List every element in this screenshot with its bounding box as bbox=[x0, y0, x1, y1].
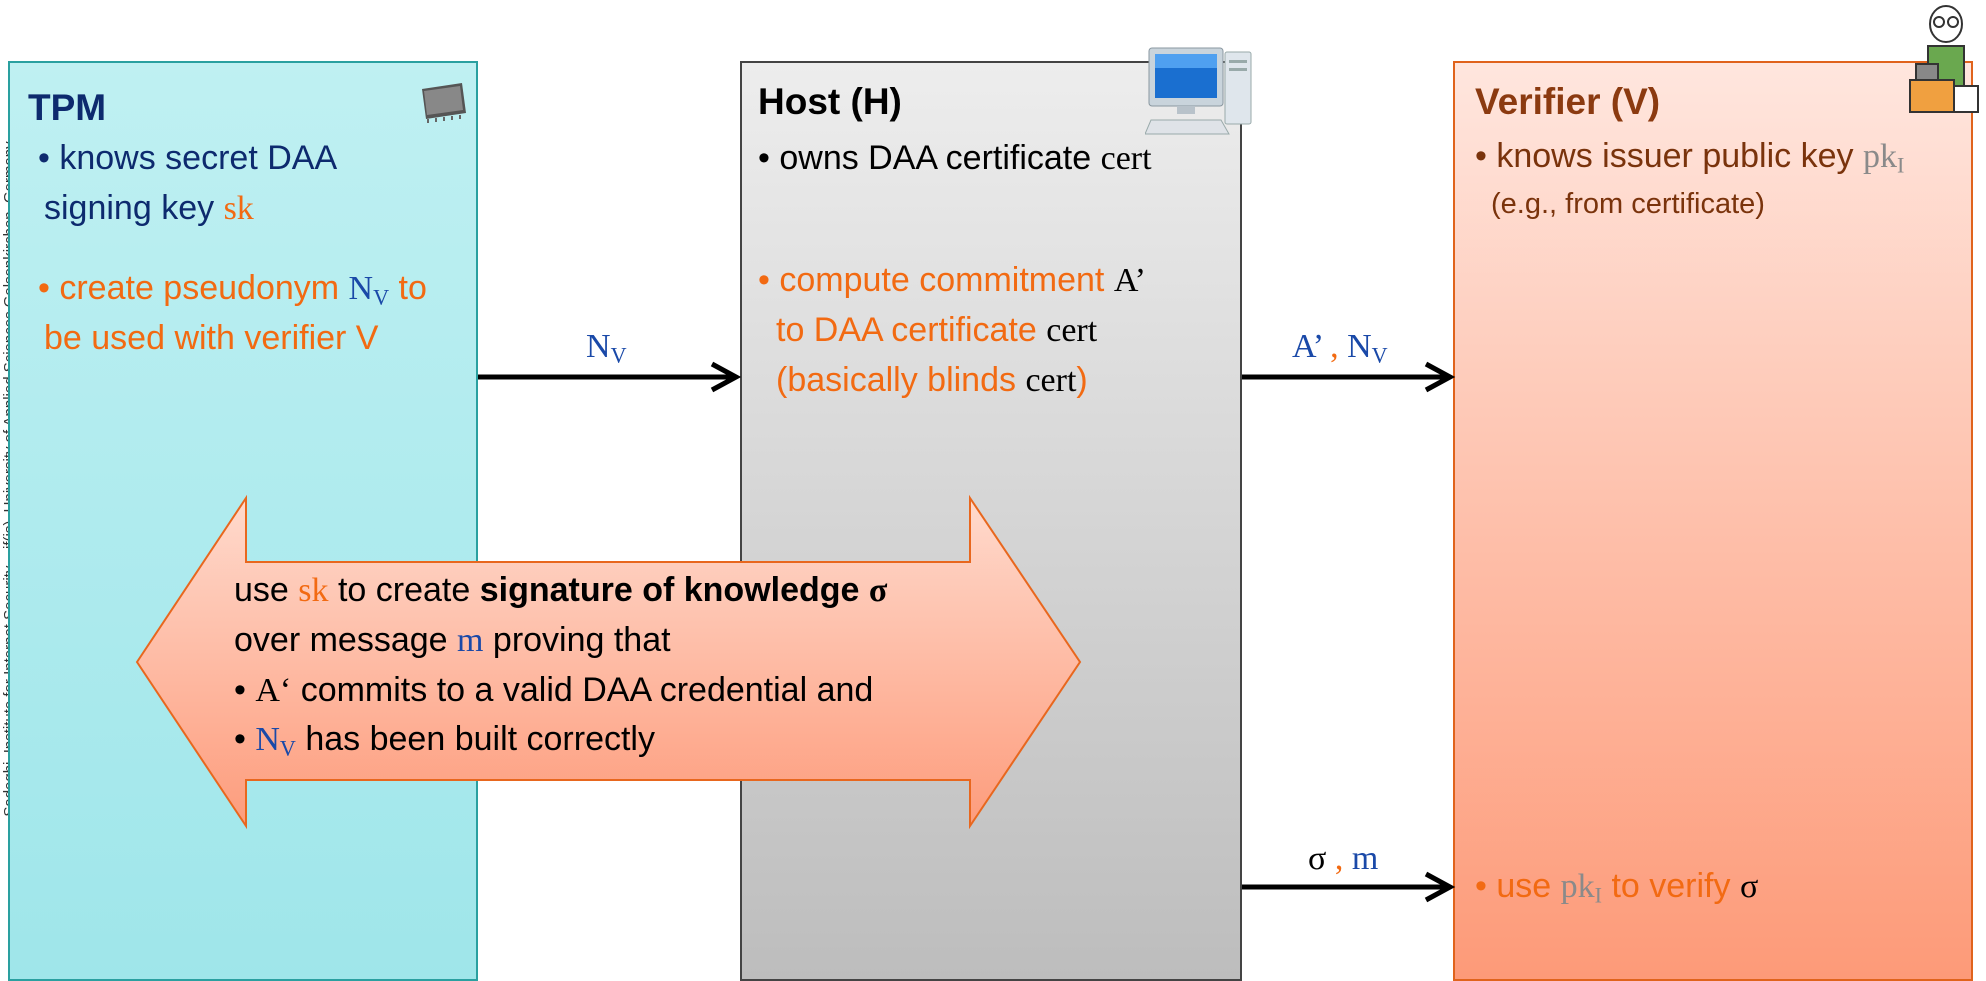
verifier-title: Verifier (V) bbox=[1475, 81, 1661, 122]
tpm-bullet-2-line2: be used with verifier V bbox=[44, 319, 379, 357]
host-bullet-2-line2: to DAA certificate cert bbox=[776, 311, 1098, 349]
center-line-2: over message m proving that bbox=[234, 621, 671, 659]
host-bullet-1: • owns DAA certificate cert bbox=[758, 139, 1152, 177]
verifier-bullet-1-line2: (e.g., from certificate) bbox=[1491, 188, 1765, 220]
verifier-bullet-1: • knows issuer public key pkI bbox=[1475, 137, 1905, 178]
center-line-3: • A‘ commits to a valid DAA credential a… bbox=[234, 671, 874, 709]
host-bullet-2: • compute commitment A’ bbox=[758, 261, 1146, 299]
tpm-bullet-1: • knows secret DAA bbox=[38, 139, 338, 177]
computer-icon bbox=[1144, 44, 1257, 141]
chip-icon bbox=[414, 79, 470, 128]
arrow-host-to-verifier bbox=[1242, 361, 1456, 393]
double-arrow-shape bbox=[135, 494, 1082, 830]
arrow2-label: A’ , NV bbox=[1292, 328, 1388, 368]
tpm-title: TPM bbox=[28, 87, 107, 128]
tpm-bullet-2: • create pseudonym NV to bbox=[38, 269, 427, 310]
inspector-icon bbox=[1906, 2, 1984, 125]
tpm-bullet-1-line2: signing key sk bbox=[44, 189, 254, 227]
center-line-1: use sk to create signature of knowledge … bbox=[234, 571, 888, 609]
arrow-tpm-to-host bbox=[478, 361, 742, 393]
tpm-panel: TPM • knows secret DAA signing key sk • … bbox=[8, 61, 478, 981]
arrow-host-to-verifier-signature bbox=[1242, 871, 1456, 903]
arrow1-label: NV bbox=[586, 328, 627, 368]
verifier-bullet-2: • use pkI to verify σ bbox=[1475, 867, 1759, 908]
host-panel: Host (H) • owns DAA certificate cert • c… bbox=[740, 61, 1242, 981]
center-line-4: • NV has been built correctly bbox=[234, 720, 655, 761]
arrow3-label: σ , m bbox=[1308, 840, 1379, 877]
host-title: Host (H) bbox=[758, 81, 902, 122]
host-bullet-2-line3: (basically blinds cert) bbox=[776, 361, 1088, 399]
verifier-panel: Verifier (V) • knows issuer public key p… bbox=[1453, 61, 1973, 981]
